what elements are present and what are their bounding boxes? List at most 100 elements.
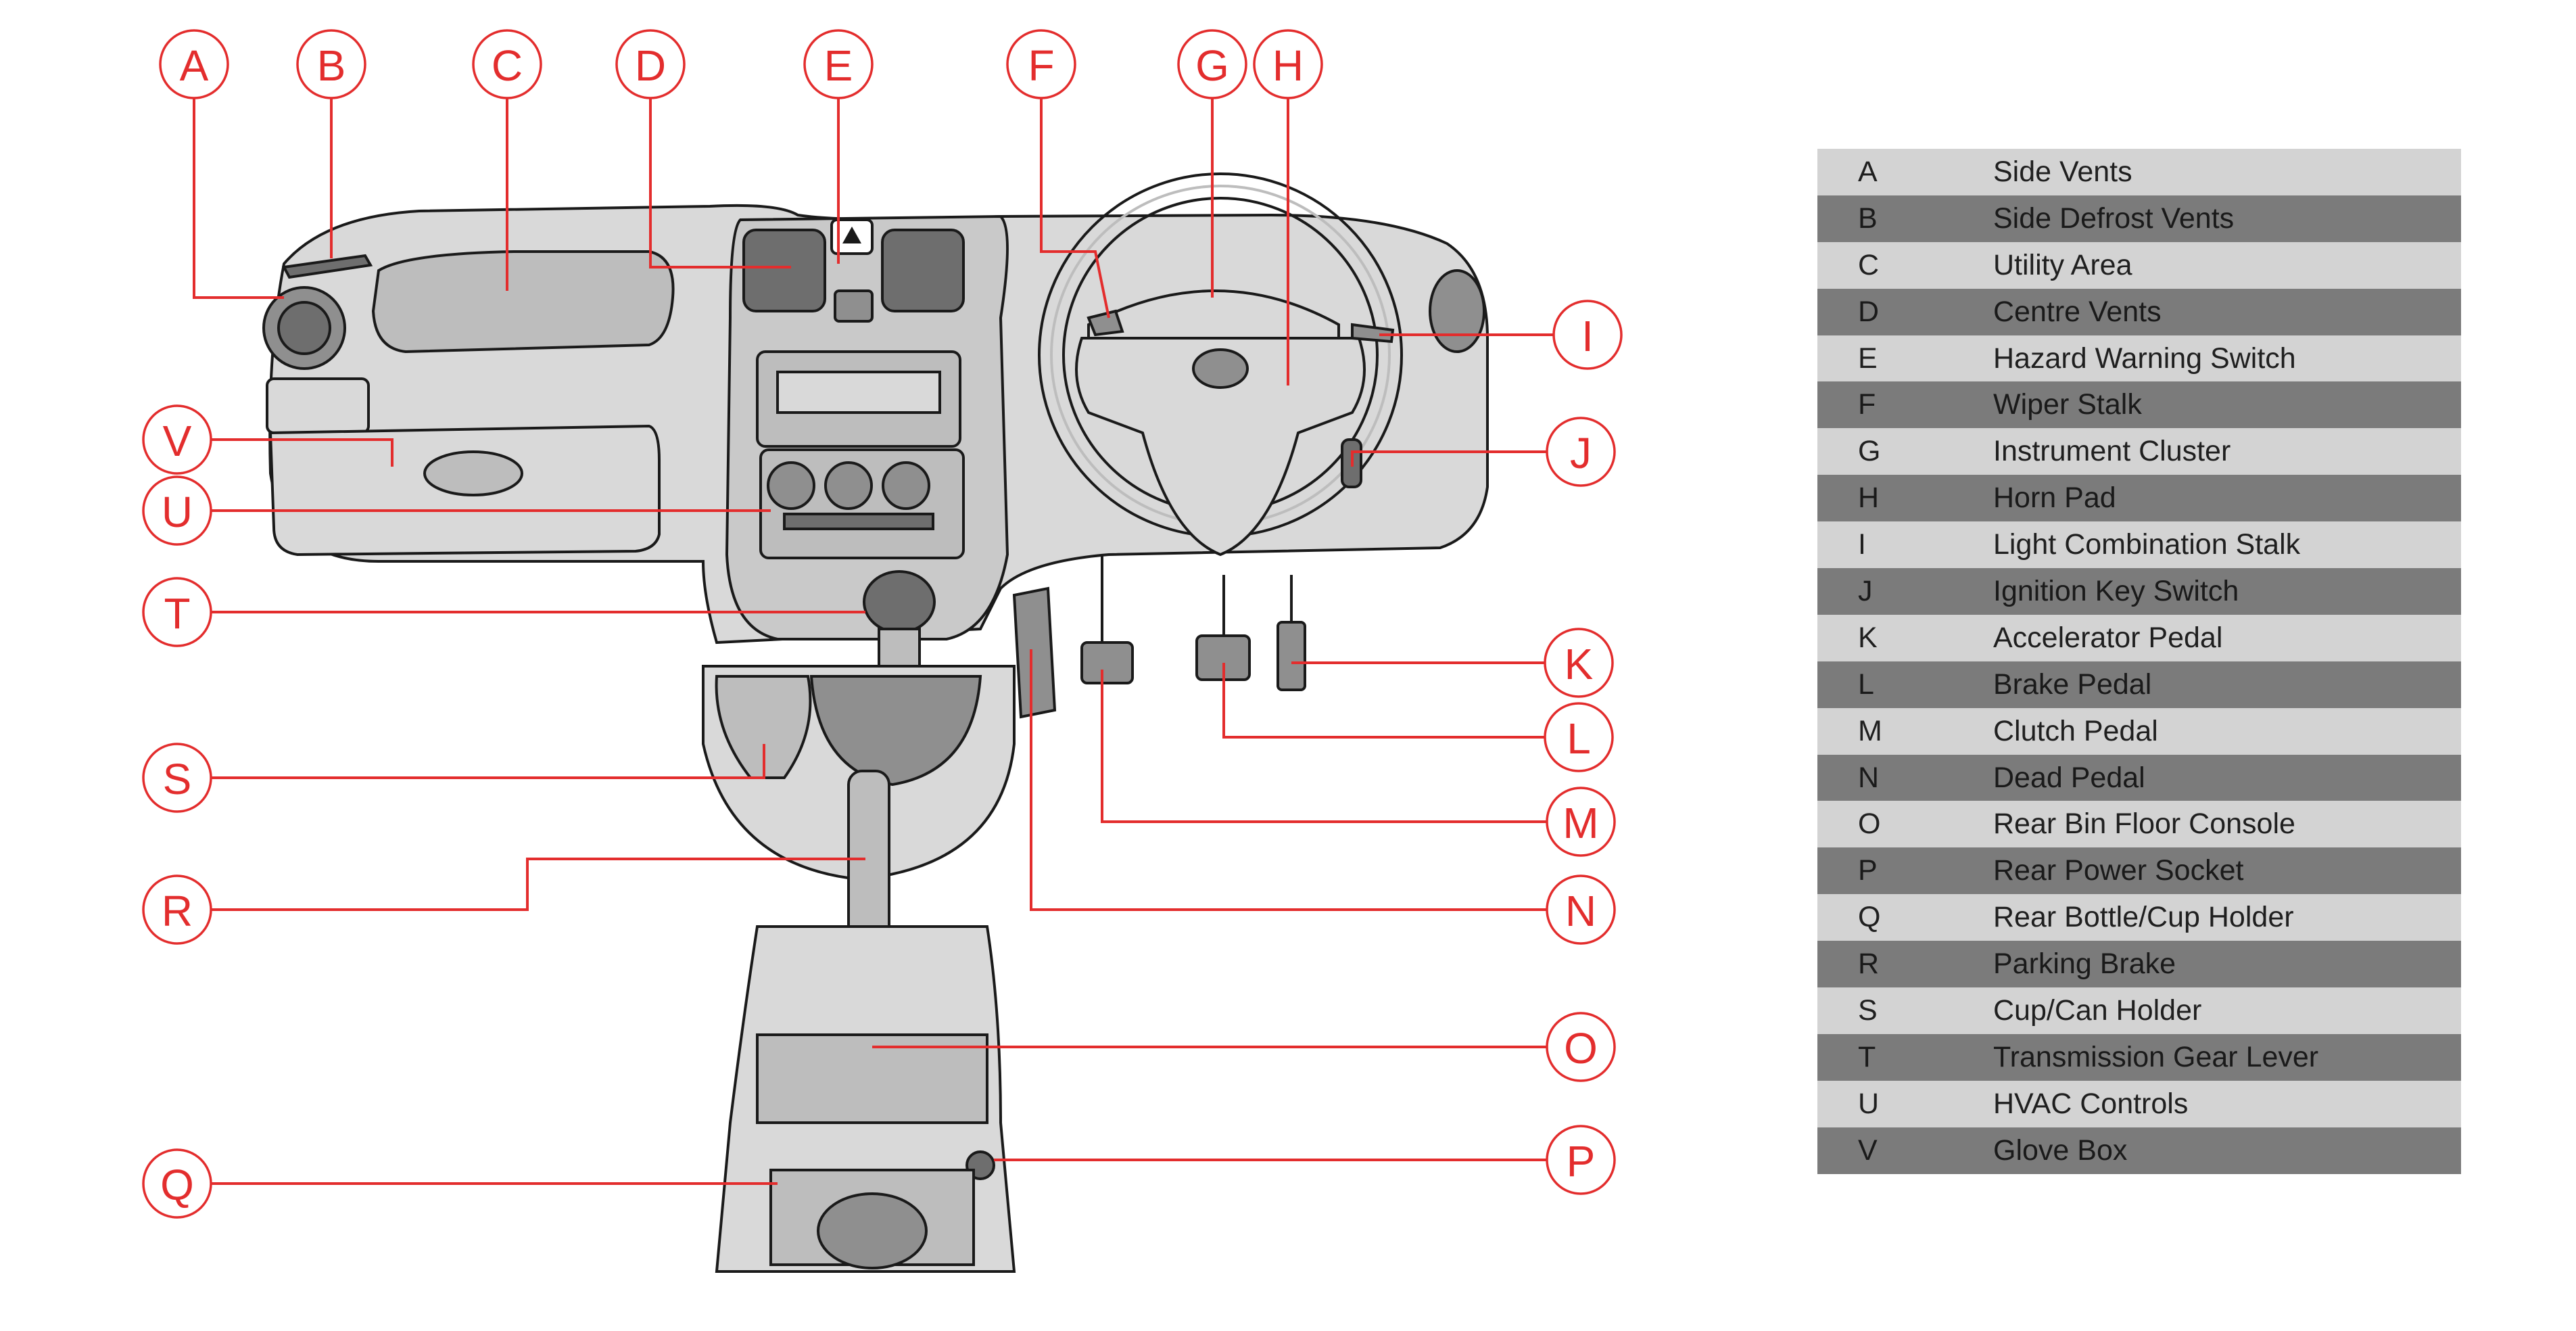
glove-box-handle xyxy=(423,450,523,496)
callout-t: T xyxy=(142,577,212,647)
legend-part-name: Glove Box xyxy=(1993,1127,2461,1174)
legend-letter: F xyxy=(1817,381,1993,429)
callout-q: Q xyxy=(142,1148,212,1219)
callout-letter: N xyxy=(1565,887,1596,935)
callout-circle xyxy=(296,29,366,99)
callout-letter: E xyxy=(824,41,853,90)
legend-part-name: Parking Brake xyxy=(1993,941,2461,988)
callout-o: O xyxy=(1546,1012,1616,1082)
leader-line-f xyxy=(1040,98,1110,319)
legend-part-name: Rear Bin Floor Console xyxy=(1993,801,2461,848)
legend-part-name: Cup/Can Holder xyxy=(1993,987,2461,1034)
right-side-vent xyxy=(1429,269,1485,353)
cup-can-holder xyxy=(715,675,812,779)
legend-part-name: Rear Bottle/Cup Holder xyxy=(1993,894,2461,941)
callout-c: C xyxy=(472,29,542,99)
instrument-cluster xyxy=(1087,289,1340,353)
leader-line-s xyxy=(211,744,765,779)
legend-letter: O xyxy=(1817,801,1993,848)
callout-letter: B xyxy=(317,41,346,90)
leader-line-j xyxy=(1351,450,1547,467)
callout-circle xyxy=(142,475,212,546)
rear-cup-holder-well xyxy=(817,1192,928,1269)
callout-circle xyxy=(1253,29,1323,99)
callout-letter: J xyxy=(1570,429,1592,477)
audio-slot xyxy=(776,371,941,414)
callout-letter: L xyxy=(1567,714,1591,763)
legend-letter: C xyxy=(1817,241,1993,289)
legend-letter: M xyxy=(1817,707,1993,755)
legend-letter: A xyxy=(1817,149,1993,195)
callout-letter: G xyxy=(1195,41,1229,90)
legend-part-name: Centre Vents xyxy=(1993,288,2461,335)
legend-part-name: Utility Area xyxy=(1993,241,2461,289)
leader-line-d xyxy=(649,98,791,268)
callout-circle xyxy=(615,29,686,99)
callout-letter: T xyxy=(164,589,190,638)
legend-part-name: Transmission Gear Lever xyxy=(1993,1033,2461,1081)
legend-letter: Q xyxy=(1817,894,1993,941)
legend-part-name: HVAC Controls xyxy=(1993,1080,2461,1127)
legend-part-name: Ignition Key Switch xyxy=(1993,568,2461,615)
callout-letter: A xyxy=(180,41,209,90)
legend-letter: U xyxy=(1817,1080,1993,1127)
leader-line-r xyxy=(211,858,865,911)
legend-letter: H xyxy=(1817,475,1993,522)
callout-circle xyxy=(1546,1125,1616,1195)
legend-letter: G xyxy=(1817,428,1993,475)
callout-circle xyxy=(803,29,874,99)
legend-letter: T xyxy=(1817,1033,1993,1081)
callout-circle xyxy=(1544,628,1614,698)
hazard-triangle xyxy=(842,227,861,243)
callout-g: G xyxy=(1177,29,1247,99)
accelerator-pedal xyxy=(1277,621,1306,691)
leader-line-a xyxy=(193,98,284,299)
hvac-knob-left xyxy=(767,461,815,510)
callout-letter: K xyxy=(1565,640,1594,688)
callout-letter: Q xyxy=(160,1161,194,1209)
legend-letter: N xyxy=(1817,754,1993,801)
utility-area xyxy=(371,250,675,354)
horn-pad-logo xyxy=(1192,348,1249,389)
callout-circle xyxy=(142,404,212,475)
clutch-pedal xyxy=(1080,641,1134,684)
callout-circle xyxy=(159,29,229,99)
callout-letter: F xyxy=(1028,41,1054,90)
legend-letter: K xyxy=(1817,614,1993,661)
callout-l: L xyxy=(1544,702,1614,772)
callout-j: J xyxy=(1546,417,1616,487)
callout-circle xyxy=(1546,417,1616,487)
callout-h: H xyxy=(1253,29,1323,99)
legend-letter: D xyxy=(1817,288,1993,335)
leader-line-n xyxy=(1030,649,1547,911)
callout-k: K xyxy=(1544,628,1614,698)
callout-circle xyxy=(142,743,212,813)
legend-letter: P xyxy=(1817,847,1993,895)
callout-m: M xyxy=(1546,787,1616,857)
callout-circle xyxy=(1177,29,1247,99)
callout-letter: H xyxy=(1272,41,1304,90)
legend-letter: J xyxy=(1817,568,1993,615)
callout-circle xyxy=(1552,300,1623,370)
callout-letter: U xyxy=(162,488,193,536)
legend-part-name: Side Vents xyxy=(1993,149,2461,195)
legend-part-name: Horn Pad xyxy=(1993,475,2461,522)
leader-line-l xyxy=(1222,663,1545,739)
centre-vent-left xyxy=(742,229,826,312)
dashboard-illustration xyxy=(262,172,1489,1273)
callout-i: I xyxy=(1552,300,1623,370)
legend-part-name: Light Combination Stalk xyxy=(1993,521,2461,569)
callout-p: P xyxy=(1546,1125,1616,1195)
